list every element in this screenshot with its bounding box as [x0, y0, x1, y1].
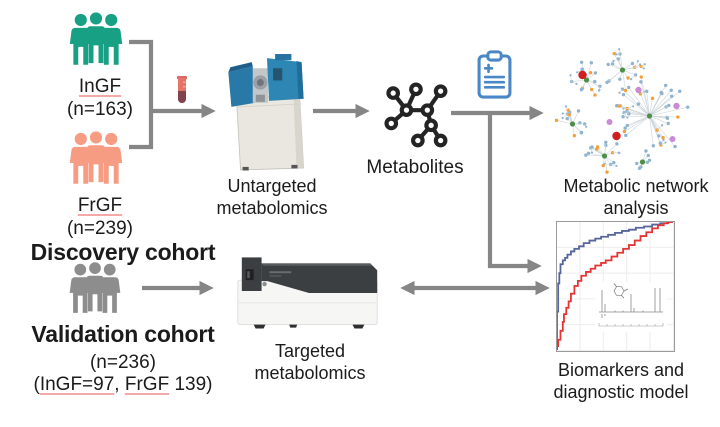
breakdown-ingf: InGF=97 [39, 374, 115, 395]
frgf-label: FrGF [77, 195, 123, 216]
triple-quad-ms-image [237, 257, 378, 329]
clipboard-plus-icon [477, 50, 512, 99]
targeted-label-line1: Targeted [274, 341, 346, 361]
untargeted-label-line1: Untargeted [227, 176, 317, 196]
biomarkers-label: Biomarkers and diagnostic model [541, 360, 701, 404]
metabolic-network-graph [554, 48, 690, 174]
ingf-label: InGF [78, 76, 122, 97]
ingf-label-block: InGF [20, 75, 180, 98]
network-label-line1: Metabolic network [563, 176, 709, 196]
validation-cohort-title: Validation cohort [31, 321, 215, 347]
people-group-icon-frgf [69, 131, 123, 184]
untargeted-label-line2: metabolomics [216, 197, 328, 218]
molecule-network-icon [384, 82, 448, 148]
breakdown-frgf: FrGF [124, 374, 170, 395]
biomarkers-label-line1: Biomarkers and [557, 360, 685, 380]
network-label-line2: analysis [603, 197, 669, 218]
people-group-icon-validation [69, 262, 121, 313]
arrow-branch-to-biomarkers [487, 113, 542, 274]
network-label: Metabolic network analysis [546, 176, 720, 220]
ingf-count: (n=163) [66, 99, 134, 120]
metabolites-label: Metabolites [366, 157, 464, 178]
breakdown-comma: , [114, 374, 125, 395]
biomarkers-label-line2: diagnostic model [553, 381, 689, 402]
targeted-label: Targeted metabolomics [250, 341, 370, 385]
roc-curves-svg [557, 222, 673, 350]
untargeted-label: Untargeted metabolomics [212, 176, 332, 220]
ms-spectrum-inset [595, 282, 667, 332]
blood-tube-icon [177, 76, 187, 103]
breakdown-open: ( [33, 374, 40, 395]
validation-count: (n=236) [89, 352, 157, 373]
cohort-bracket [129, 39, 154, 150]
validation-breakdown: (InGF=97, FrGF 139) [0, 373, 246, 396]
frgf-label-block: FrGF [20, 194, 180, 217]
breakdown-close: 139) [169, 374, 213, 395]
discovery-cohort-title: Discovery cohort [30, 239, 216, 265]
mass-spectrometer-image [228, 54, 305, 171]
people-group-icon-ingf [69, 12, 123, 65]
frgf-count: (n=239) [66, 218, 134, 239]
roc-curve-chart [556, 221, 675, 352]
targeted-label-line2: metabolomics [254, 362, 366, 383]
